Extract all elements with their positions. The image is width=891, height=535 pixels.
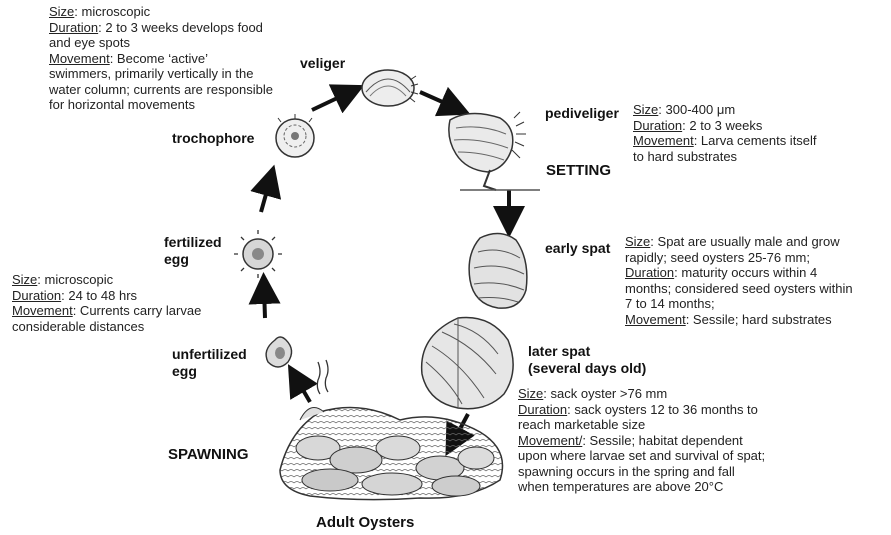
label-spawning: SPAWNING [168,446,249,463]
label-fertilized-line2: egg [164,251,222,268]
size-text: : microscopic [74,4,150,19]
label-later-spat-line2: (several days old) [528,360,646,377]
duration-text-cont: reach marketable size [518,417,878,433]
size-label: Size [49,4,74,19]
size-label: Size [518,386,543,401]
size-text: : microscopic [37,272,113,287]
label-setting: SETTING [546,162,611,179]
duration-text: : sack oysters 12 to 36 months to [567,402,758,417]
later-spat-notes: Size: sack oyster >76 mm Duration: sack … [518,386,878,495]
veliger-illustration [362,70,418,106]
later-spat-illustration [422,317,514,408]
fertilized-egg-illustration [234,230,282,278]
label-pediveliger: pediveliger [545,105,619,122]
trochophore-illustration [276,114,314,157]
label-adult-oysters: Adult Oysters [316,514,414,531]
pediveliger-illustration [449,112,540,190]
duration-text-cont: months; considered seed oysters within [625,281,887,297]
movement-text-cont: water column; currents are responsible [49,82,339,98]
label-unfertilized-egg: unfertilized egg [172,346,247,380]
duration-text-cont: and eye spots [49,35,339,51]
movement-text-cont: swimmers, primarily vertically in the [49,66,339,82]
label-trochophore: trochophore [172,130,254,147]
duration-text: : maturity occurs within 4 [674,265,817,280]
movement-text: : Become ‘active’ [110,51,208,66]
movement-text-cont: considerable distances [12,319,242,335]
duration-label: Duration [518,402,567,417]
label-fertilized-egg: fertilized egg [164,234,222,268]
size-label: Size [12,272,37,287]
duration-text: : 24 to 48 hrs [61,288,137,303]
movement-text-cont: for horizontal movements [49,97,339,113]
duration-text: : 2 to 3 weeks develops food [98,20,263,35]
duration-text: : 2 to 3 weeks [682,118,762,133]
size-text: : sack oyster >76 mm [543,386,667,401]
early-spat-notes: Size: Spat are usually male and grow rap… [625,234,887,327]
duration-text-cont: 7 to 14 months; [625,296,887,312]
adult-oysters-illustration [280,408,503,500]
unfertilized-egg-illustration [266,337,291,367]
size-text: : Spat are usually male and grow [650,234,839,249]
arrow-veliger-to-pediveliger [420,92,456,108]
movement-text: : Sessile; hard substrates [686,312,832,327]
early-spat-illustration [469,233,527,308]
egg-notes: Size: microscopic Duration: 24 to 48 hrs… [12,272,242,334]
label-veliger: veliger [300,55,345,72]
sperm-illustration [317,360,328,394]
movement-label: Movement [625,312,686,327]
size-text: : 300-400 μm [658,102,735,117]
duration-label: Duration [633,118,682,133]
pediveliger-notes: Size: 300-400 μm Duration: 2 to 3 weeks … [633,102,883,164]
label-fertilized-line1: fertilized [164,234,222,251]
movement-label: Movement [12,303,73,318]
label-unfertilized-line1: unfertilized [172,346,247,363]
size-text-cont: rapidly; seed oysters 25-76 mm; [625,250,887,266]
duration-label: Duration [49,20,98,35]
movement-text: : Larva cements itself [694,133,817,148]
movement-label: Movement [633,133,694,148]
duration-label: Duration [12,288,61,303]
size-label: Size [625,234,650,249]
movement-label: Movement/ [518,433,582,448]
duration-label: Duration [625,265,674,280]
veliger-notes: Size: microscopic Duration: 2 to 3 weeks… [49,4,339,113]
movement-label: Movement [49,51,110,66]
movement-text-cont: to hard substrates [633,149,883,165]
movement-text-cont: spawning occurs in the spring and fall [518,464,878,480]
label-early-spat: early spat [545,240,610,257]
movement-text: : Currents carry larvae [73,303,202,318]
arrow-fertilized-to-trochophore [261,180,270,212]
arrow-spawning-to-unfertilized [296,378,310,402]
label-later-spat-line1: later spat [528,343,646,360]
label-later-spat: later spat (several days old) [528,343,646,377]
movement-text-cont: upon where larvae set and survival of sp… [518,448,878,464]
arrow-unfertilized-to-fertilized [264,288,265,318]
movement-text: : Sessile; habitat dependent [582,433,742,448]
movement-text-cont: when temperatures are above 20°C [518,479,878,495]
size-label: Size [633,102,658,117]
label-unfertilized-line2: egg [172,363,247,380]
